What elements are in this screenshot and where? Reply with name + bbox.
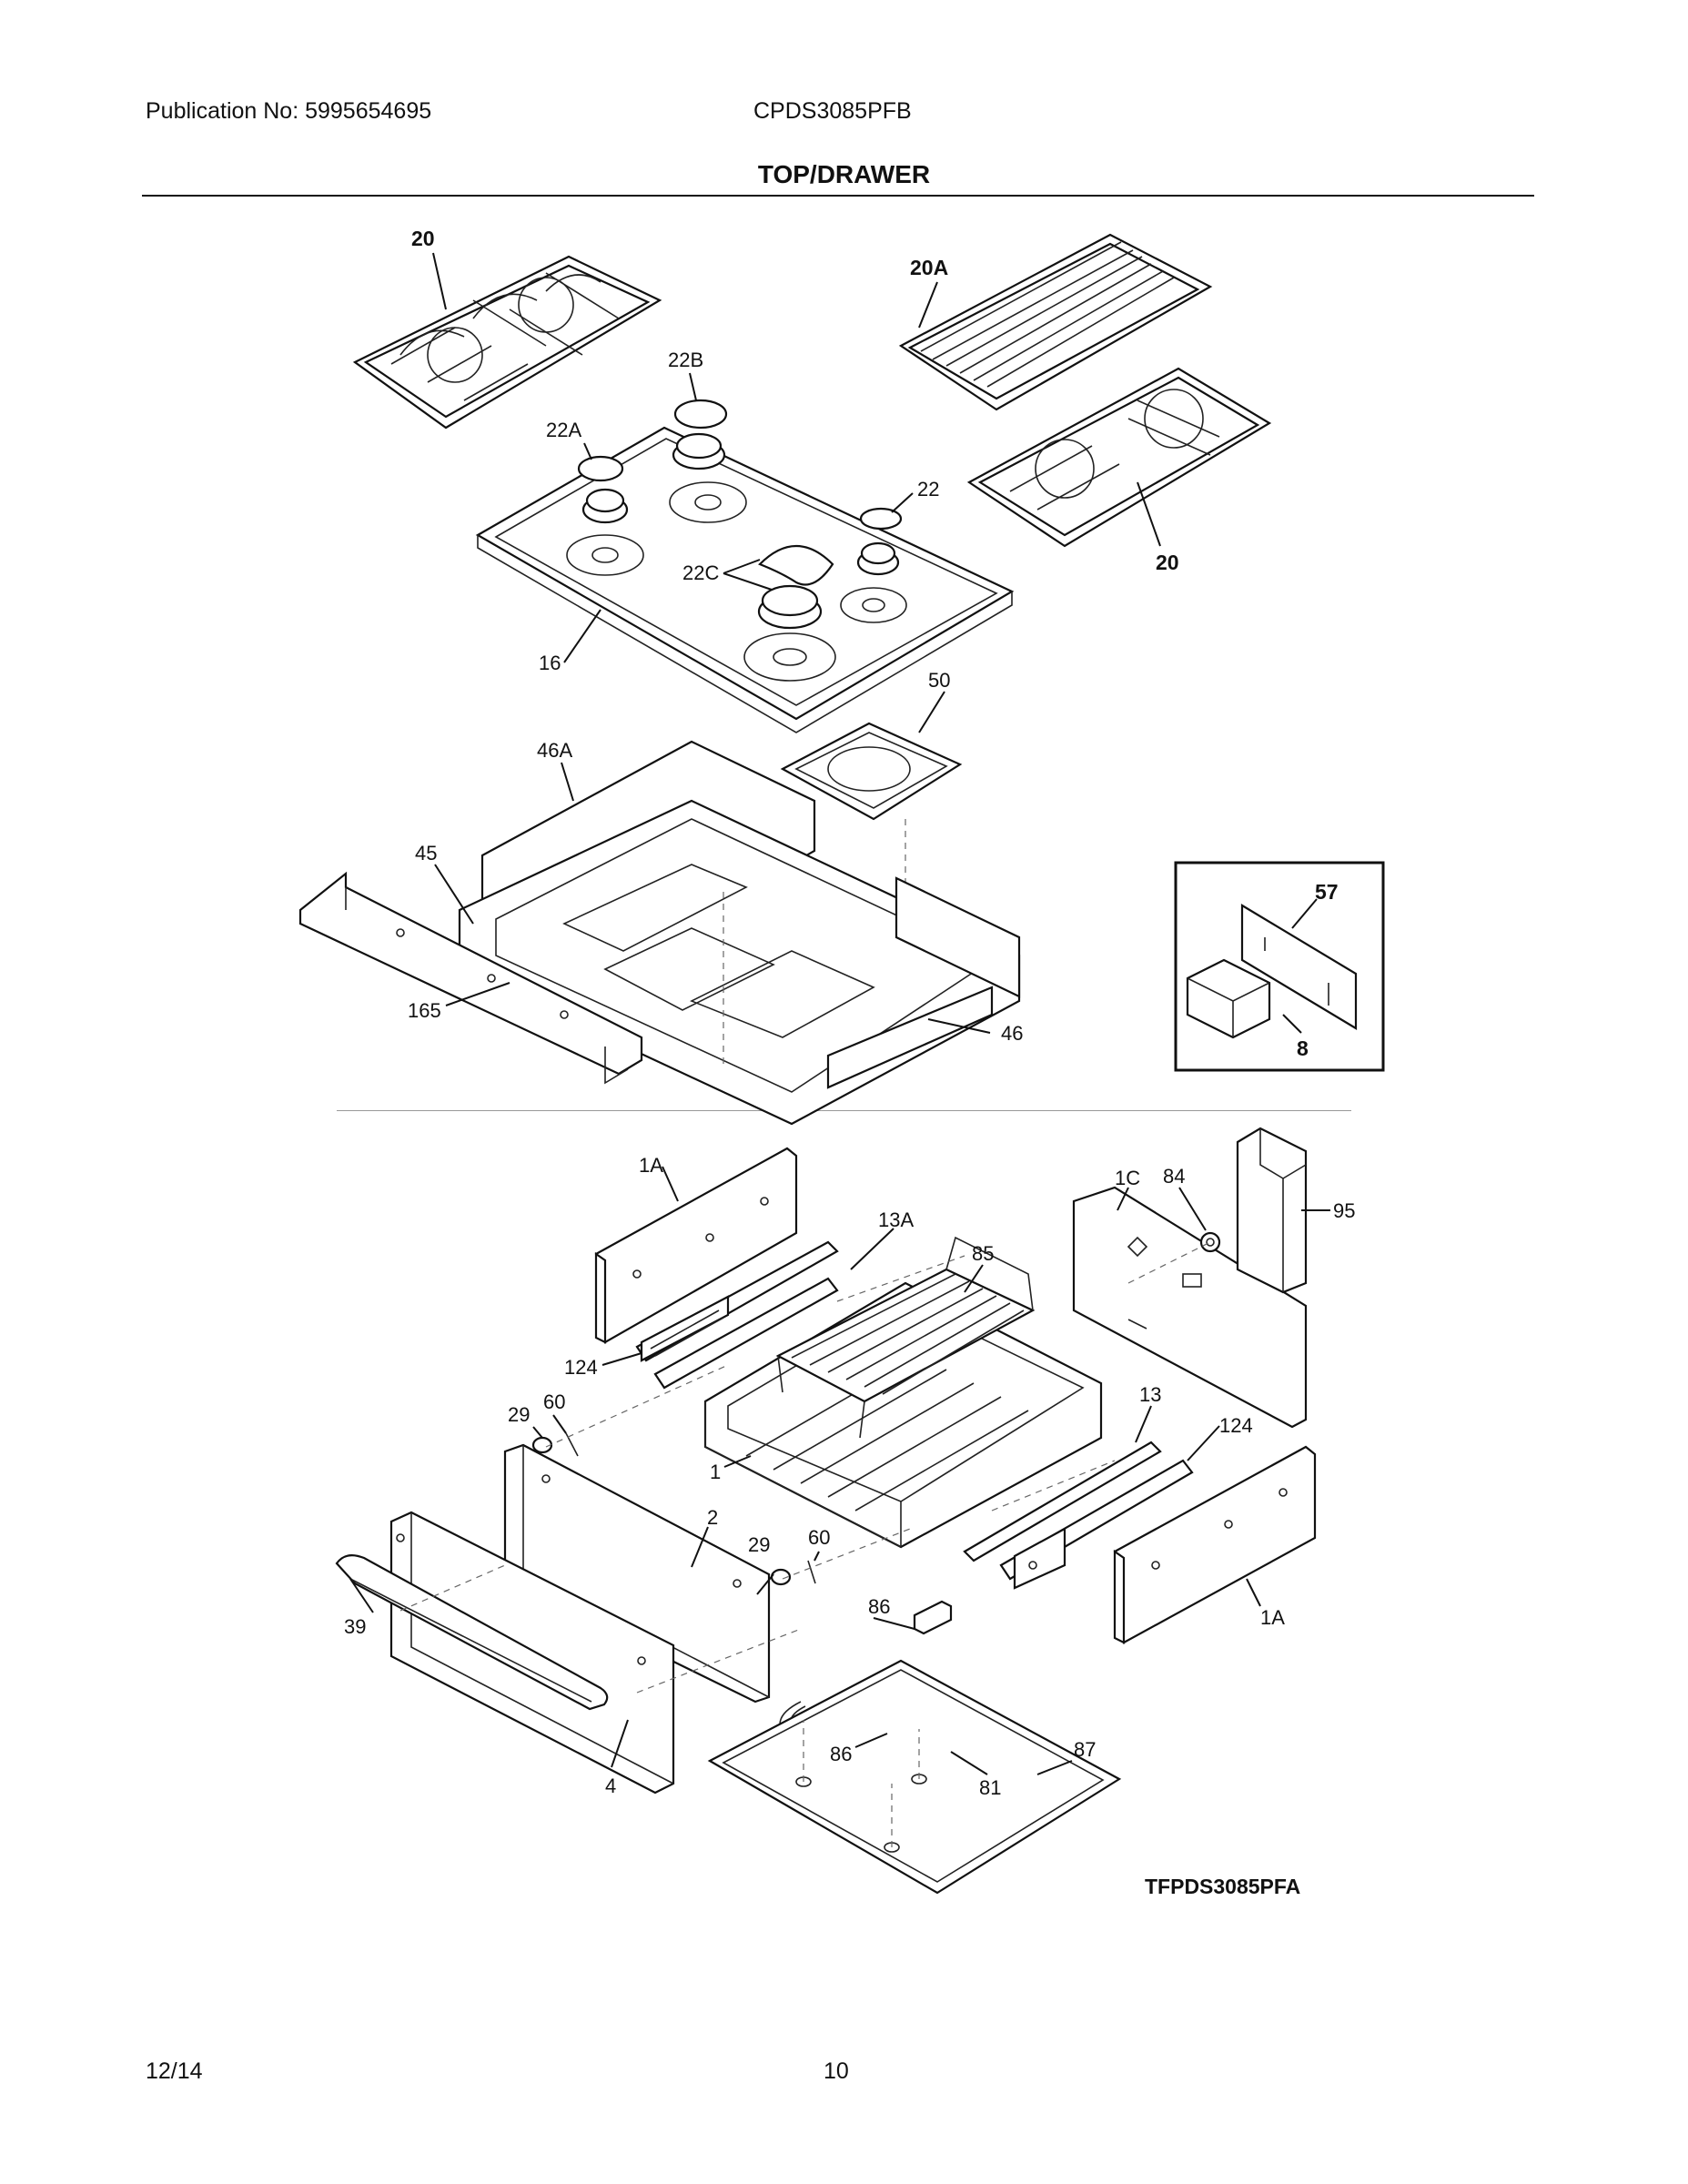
callout-85: 85 (972, 1242, 994, 1265)
callout-45: 45 (415, 842, 437, 864)
callout-124-left: 124 (564, 1356, 598, 1379)
callout-8: 8 (1297, 1036, 1309, 1060)
callout-57: 57 (1315, 880, 1339, 904)
model-number: CPDS3085PFB (753, 98, 912, 124)
vent-bracket-84 (1199, 1231, 1221, 1253)
drawer-slide-right (963, 1441, 1194, 1590)
callout-22C: 22C (682, 561, 719, 584)
drawer-bottom-panel (707, 1659, 1122, 1895)
callout-81: 81 (979, 1776, 1001, 1799)
callout-1: 1 (710, 1461, 721, 1483)
leader-lines-top (432, 252, 1318, 1034)
burner-head-22a (577, 455, 629, 524)
burner-head-22b (672, 399, 728, 470)
drawer-slide-left (635, 1240, 839, 1390)
callout-165: 165 (408, 999, 441, 1022)
callout-1C: 1C (1115, 1167, 1140, 1189)
burner-grate-right (966, 367, 1272, 548)
page-number: 10 (824, 2058, 849, 2084)
callout-20-left: 20 (411, 227, 435, 250)
burner-box (458, 740, 1021, 1126)
assembly-guides (399, 1241, 1211, 1847)
callout-87: 87 (1074, 1738, 1096, 1761)
callout-60-left: 60 (543, 1390, 565, 1413)
drawer-handle (335, 1553, 609, 1711)
callout-50: 50 (928, 669, 950, 692)
burner-head-22c (757, 545, 834, 630)
callout-46A: 46A (537, 739, 572, 762)
callout-29-right: 29 (748, 1533, 770, 1556)
publication-number: Publication No: 5995654695 (146, 98, 432, 124)
burner-head-22 (856, 507, 903, 576)
title-divider (142, 195, 1534, 197)
callout-2: 2 (707, 1506, 718, 1529)
callout-20A: 20A (910, 256, 948, 279)
drawer-side-panel-left (594, 1147, 798, 1344)
callout-1A-top: 1A (639, 1154, 663, 1177)
burner-grate-left (352, 255, 662, 430)
leader-lines-bottom (349, 1166, 1330, 1775)
igniter-module-inset (1174, 861, 1385, 1072)
callout-22B: 22B (668, 349, 703, 371)
front-manifold-bracket (298, 871, 643, 1085)
diagram-code: TFPDS3085PFA (1145, 1875, 1301, 1898)
callout-124-right: 124 (1219, 1414, 1253, 1437)
callout-84: 84 (1163, 1165, 1185, 1188)
callout-13: 13 (1139, 1383, 1161, 1406)
callout-13A: 13A (878, 1208, 914, 1231)
footer-date: 12/14 (146, 2058, 203, 2084)
callout-86-top: 86 (868, 1595, 890, 1618)
drawer-back-panel (1072, 1186, 1308, 1429)
section-divider (337, 1110, 1351, 1111)
drawer-bumper-right (770, 1560, 816, 1586)
drawer-bumper-left (531, 1432, 579, 1457)
warming-rack (775, 1236, 1036, 1439)
callout-60-right: 60 (808, 1526, 830, 1549)
center-grate (898, 233, 1213, 411)
callout-29-left: 29 (508, 1403, 530, 1426)
drawer-side-panel-right (1113, 1445, 1317, 1644)
callout-95: 95 (1333, 1199, 1355, 1222)
page-title: TOP/DRAWER (757, 160, 931, 188)
callout-22: 22 (917, 478, 939, 500)
callout-39: 39 (344, 1615, 366, 1638)
callout-4: 4 (605, 1774, 616, 1797)
callout-22A: 22A (546, 419, 581, 441)
callout-1A-bottom: 1A (1260, 1606, 1285, 1629)
callout-20-right: 20 (1156, 551, 1179, 574)
drawer-vent-duct (1236, 1127, 1308, 1294)
callout-labels: 20 20A 22B 22A 22 22C 20 16 50 46A 45 16… (344, 227, 1355, 1799)
callout-86-bottom: 86 (830, 1743, 852, 1765)
callout-46: 46 (1001, 1022, 1023, 1045)
callout-16: 16 (539, 652, 561, 674)
